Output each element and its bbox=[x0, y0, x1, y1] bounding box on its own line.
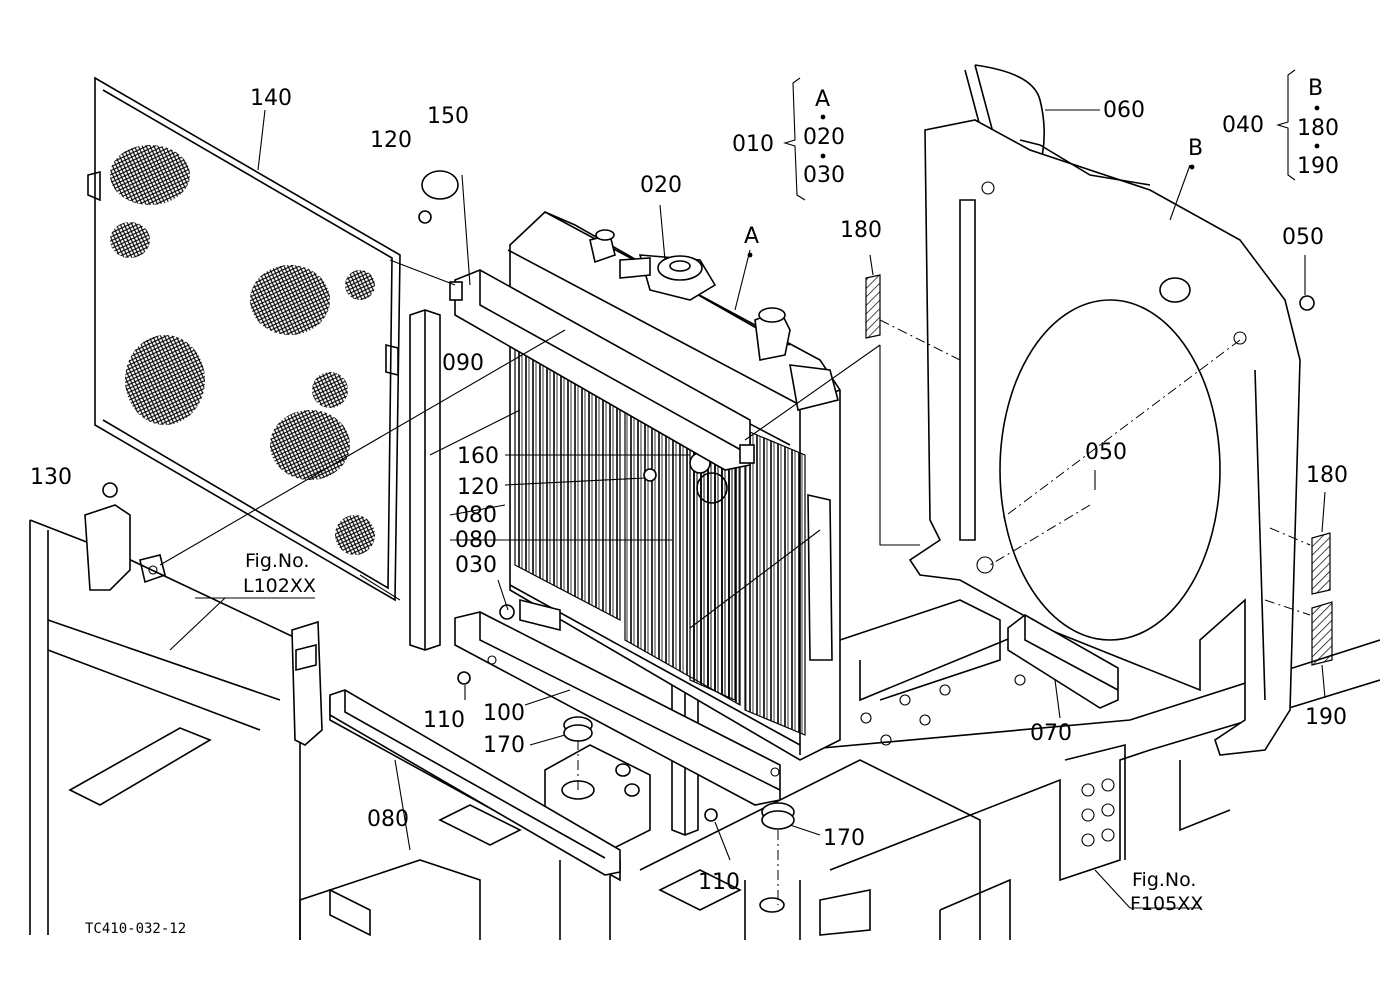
callout-170-right: 170 bbox=[823, 826, 865, 851]
callout-060: 060 bbox=[1103, 98, 1145, 123]
callout-050-mid: 050 bbox=[1085, 440, 1127, 465]
part-100-bracket bbox=[454, 611, 781, 806]
callout-labels: 140 150 120 020 A 010 A 020 030 060 B 04… bbox=[30, 76, 1348, 895]
part-shroud-B bbox=[908, 119, 1301, 756]
callout-090: 090 bbox=[442, 351, 484, 376]
leader-lines bbox=[159, 109, 1326, 909]
callout-120-mid: 120 bbox=[457, 475, 499, 500]
callout-140: 140 bbox=[250, 86, 292, 111]
mount-bracket-left bbox=[84, 504, 323, 746]
group-010-item-2: 030 bbox=[803, 163, 845, 188]
callout-080-a: 080 bbox=[455, 503, 497, 528]
fig-ref-number-1: L102XX bbox=[243, 575, 316, 597]
group-010-item-0: A bbox=[815, 87, 830, 112]
group-040-item-1: 180 bbox=[1297, 116, 1339, 141]
part-090-bracket bbox=[449, 269, 755, 471]
group-010-item-1: 020 bbox=[803, 125, 845, 150]
callout-100: 100 bbox=[483, 701, 525, 726]
callout-190: 190 bbox=[1305, 705, 1347, 730]
part-180-190-seals bbox=[865, 274, 1333, 666]
callout-070: 070 bbox=[1030, 721, 1072, 746]
callout-010: 010 bbox=[732, 132, 774, 157]
group-brackets bbox=[747, 69, 1320, 258]
part-140-screen bbox=[87, 76, 401, 602]
callout-180-top: 180 bbox=[840, 218, 882, 243]
callout-180-right: 180 bbox=[1306, 463, 1348, 488]
callout-110-right: 110 bbox=[698, 870, 740, 895]
callout-130: 130 bbox=[30, 465, 72, 490]
callout-050-top: 050 bbox=[1282, 225, 1324, 250]
callout-120-top: 120 bbox=[370, 128, 412, 153]
part-070-spacer bbox=[1007, 614, 1119, 709]
callout-020: 020 bbox=[640, 173, 682, 198]
callout-160: 160 bbox=[457, 444, 499, 469]
fig-ref-label-2: Fig.No. bbox=[1132, 869, 1196, 891]
callout-B: B bbox=[1188, 136, 1203, 161]
fig-ref-number-2: F105XX bbox=[1130, 893, 1203, 915]
figure-code: TC410-032-12 bbox=[85, 921, 186, 937]
callout-A: A bbox=[744, 224, 759, 249]
callout-150: 150 bbox=[427, 104, 469, 129]
group-040-item-0: B bbox=[1308, 76, 1323, 101]
callout-170-left: 170 bbox=[483, 733, 525, 758]
figure-references: Fig.No. L102XX Fig.No. F105XX bbox=[243, 550, 1203, 915]
callout-080-b: 080 bbox=[455, 528, 497, 553]
callout-110-left: 110 bbox=[423, 708, 465, 733]
callout-030: 030 bbox=[455, 553, 497, 578]
callout-080-c: 080 bbox=[367, 807, 409, 832]
fig-ref-label-1: Fig.No. bbox=[245, 550, 309, 572]
group-040-item-2: 190 bbox=[1297, 154, 1339, 179]
callout-040: 040 bbox=[1222, 113, 1264, 138]
bolts bbox=[102, 170, 1315, 822]
part-170-bushings bbox=[563, 716, 795, 830]
